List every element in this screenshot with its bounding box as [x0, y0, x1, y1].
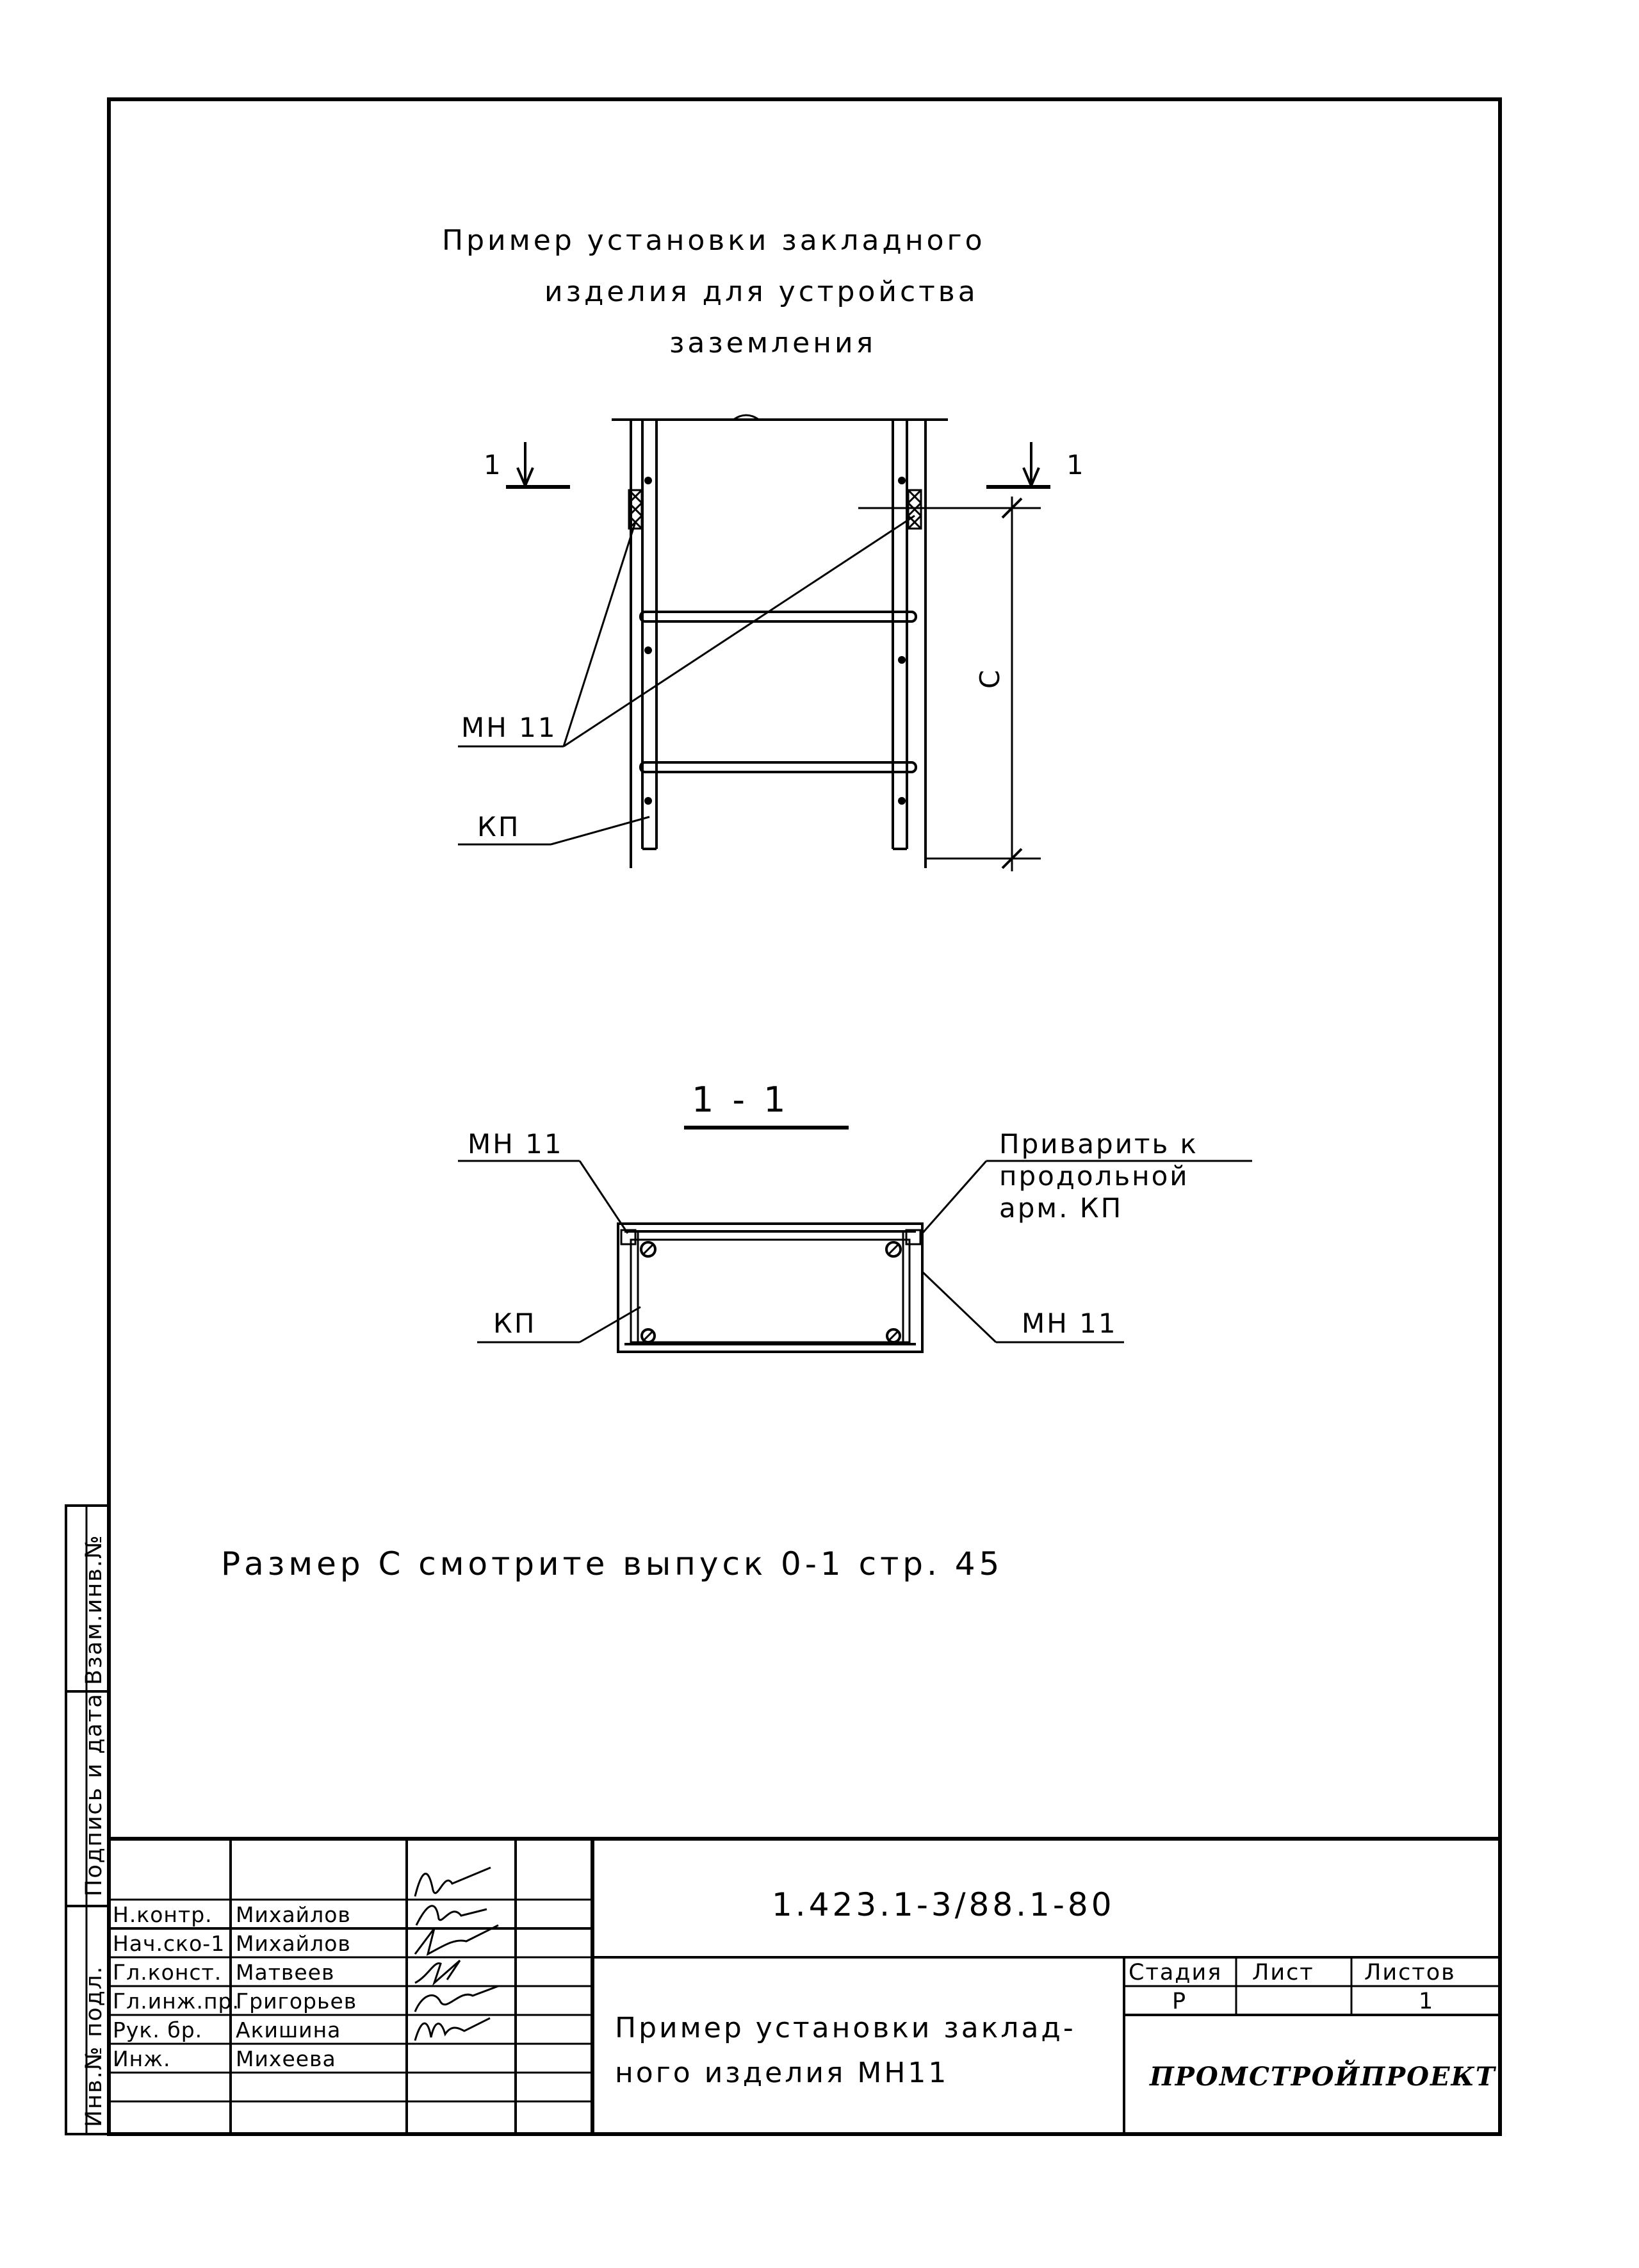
section-mark-left: 1 — [484, 449, 503, 481]
sheet-header: Лист — [1252, 1960, 1314, 1985]
stage-value: Р — [1172, 1989, 1187, 2014]
side-stamp-inv-no: Инв.№ подл. — [81, 1966, 107, 2127]
signoff-name-4: Григорьев — [236, 1989, 357, 2014]
weld-note-line2: продольной — [999, 1160, 1189, 1192]
signoff-role-4: Гл.инж.пр. — [113, 1989, 240, 2014]
section-label-mn11-left: МН 11 — [468, 1128, 564, 1160]
elevation-label-mn11: МН 11 — [461, 712, 557, 743]
weld-note-line1: Приварить к — [999, 1128, 1198, 1160]
signoff-role-6: Инж. — [113, 2046, 170, 2071]
dimension-note: Размер С смотрите выпуск 0-1 стр. 45 — [221, 1545, 1003, 1582]
drawing-title-line1: Пример установки закладного — [442, 224, 986, 257]
drawing-title-line3: заземления — [669, 327, 876, 359]
signoff-role-3: Гл.конст. — [113, 1960, 222, 1985]
weld-note-line3: арм. КП — [999, 1192, 1123, 1224]
signoff-name-1: Михайлов — [236, 1902, 351, 1927]
drawing-title-line2: изделия для устройства — [544, 275, 979, 308]
document-code: 1.423.1-3/88.1-80 — [772, 1886, 1115, 1923]
dimension-c-label: С — [974, 668, 1006, 689]
signoff-role-2: Нач.ско-1 — [113, 1931, 225, 1956]
section-label-kp: КП — [493, 1308, 536, 1339]
sheet-frame — [107, 97, 1502, 2136]
signoff-name-6: Михеева — [236, 2046, 336, 2071]
side-stamp-replacement-inv: Взам.инв.№ — [81, 1534, 107, 1685]
section-mark-right: 1 — [1066, 449, 1086, 481]
title-block — [109, 1837, 1500, 2134]
signoff-name-3: Матвеев — [236, 1960, 334, 1985]
side-stamp-signature-date: Подпись и дата — [81, 1693, 107, 1896]
elevation-view — [458, 414, 1050, 871]
section-1-1-view — [458, 1160, 1252, 1353]
signoff-name-5: Акишина — [236, 2017, 341, 2042]
sheets-header: Листов — [1364, 1960, 1456, 1985]
stage-header: Стадия — [1129, 1960, 1222, 1985]
section-heading: 1 - 1 — [692, 1080, 790, 1120]
sheet-caption-line2: ного изделия МН11 — [615, 2057, 949, 2089]
signoff-name-2: Михайлов — [236, 1931, 351, 1956]
signoff-role-1: Н.контр. — [113, 1902, 213, 1927]
elevation-label-kp: КП — [477, 811, 520, 842]
sheet-caption-line1: Пример установки заклад- — [615, 2012, 1076, 2044]
sheets-value: 1 — [1419, 1989, 1434, 2014]
signoff-role-5: Рук. бр. — [113, 2017, 202, 2042]
section-label-mn11-right: МН 11 — [1022, 1308, 1118, 1339]
organization-name: ПРОМСТРОЙПРОЕКТ — [1149, 2060, 1497, 2092]
